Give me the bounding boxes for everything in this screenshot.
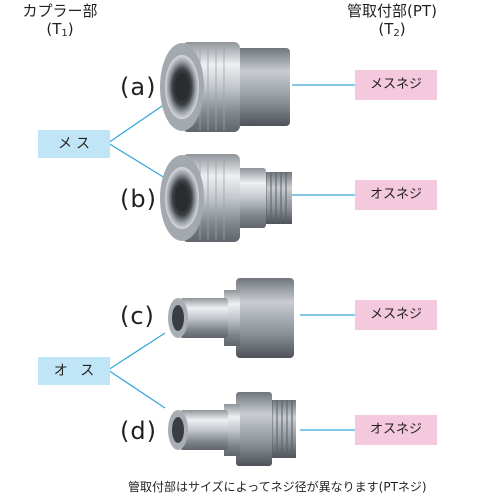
group-male-box: オ ス xyxy=(38,357,110,385)
group-female-box: メス xyxy=(38,130,110,158)
pipe-title: 管取付部(PT) xyxy=(347,2,437,20)
thread-tag-c: メスネジ xyxy=(355,300,437,330)
coupler-header: カプラー部 (T1) xyxy=(12,2,108,43)
coupler-title: カプラー部 xyxy=(22,2,98,20)
line-group-male-c xyxy=(107,332,166,371)
row-letter-a: (a) xyxy=(120,73,157,101)
thread-tag-a: メスネジ xyxy=(355,70,437,100)
pipe-header: 管取付部(PT) (T2) xyxy=(334,2,450,43)
row-letter-b: (b) xyxy=(120,185,157,213)
part-a-female-coupler-female-thread xyxy=(160,42,290,132)
pipe-code: (T2) xyxy=(378,20,406,39)
footnote: 管取付部はサイズによってネジ径が異なります(PTネジ) xyxy=(128,480,427,494)
part-c-male-plug-female-thread xyxy=(168,278,294,358)
coupler-code: (T1) xyxy=(46,20,74,39)
part-b-female-coupler-male-thread xyxy=(160,154,292,242)
line-group-female-a xyxy=(107,103,166,144)
part-d-male-plug-male-thread xyxy=(168,392,296,466)
thread-tag-b: オスネジ xyxy=(355,180,437,210)
row-letter-c: (c) xyxy=(120,302,155,330)
thread-tag-d: オスネジ xyxy=(355,415,437,445)
line-group-male-d xyxy=(107,369,166,409)
row-letter-d: (d) xyxy=(120,417,157,445)
line-group-female-b xyxy=(107,142,166,179)
